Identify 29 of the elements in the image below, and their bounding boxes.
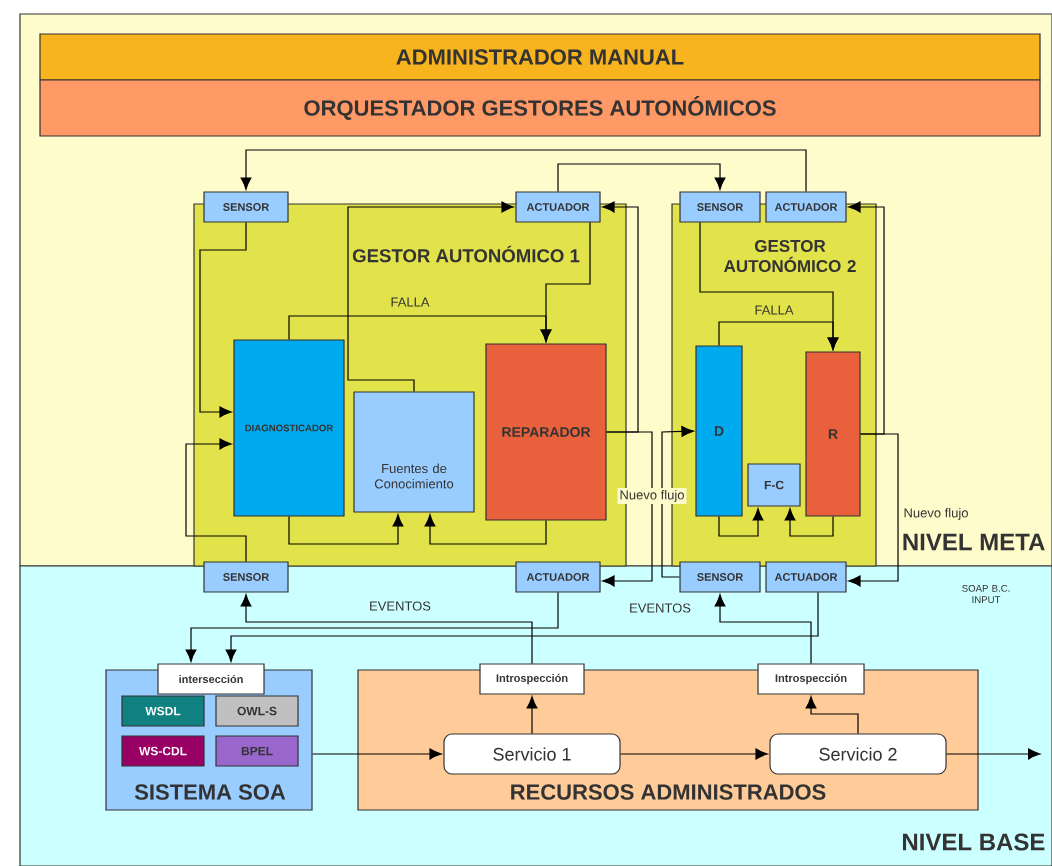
arrow (225, 592, 819, 662)
arrow (240, 594, 533, 664)
orchestrator-box: ORQUESTADOR GESTORES AUTONÓMICOS (39, 79, 1041, 137)
arrow (288, 514, 404, 545)
arrow (661, 425, 694, 578)
arrow (557, 163, 726, 192)
arrow (718, 321, 839, 350)
arrow (805, 696, 859, 734)
arrow (347, 201, 514, 392)
arrow (718, 508, 764, 537)
arrow (185, 592, 559, 662)
arrow (526, 696, 538, 734)
arrow (602, 431, 653, 587)
arrow (540, 222, 591, 342)
arrow (240, 149, 807, 192)
arrow (714, 594, 812, 664)
service-box: Servicio 2 (769, 733, 947, 775)
arrow (312, 748, 442, 760)
arrow (946, 748, 1041, 760)
arrow (848, 433, 899, 587)
manager-bar: ADMINISTRADOR MANUAL (39, 33, 1041, 81)
arrow (620, 748, 768, 760)
arrow (199, 222, 247, 418)
arrow (784, 508, 834, 537)
arrow (185, 438, 247, 562)
arrow (602, 201, 639, 433)
arrow (424, 514, 547, 545)
service-box: Servicio 1 (443, 733, 621, 775)
arrow (848, 201, 885, 435)
